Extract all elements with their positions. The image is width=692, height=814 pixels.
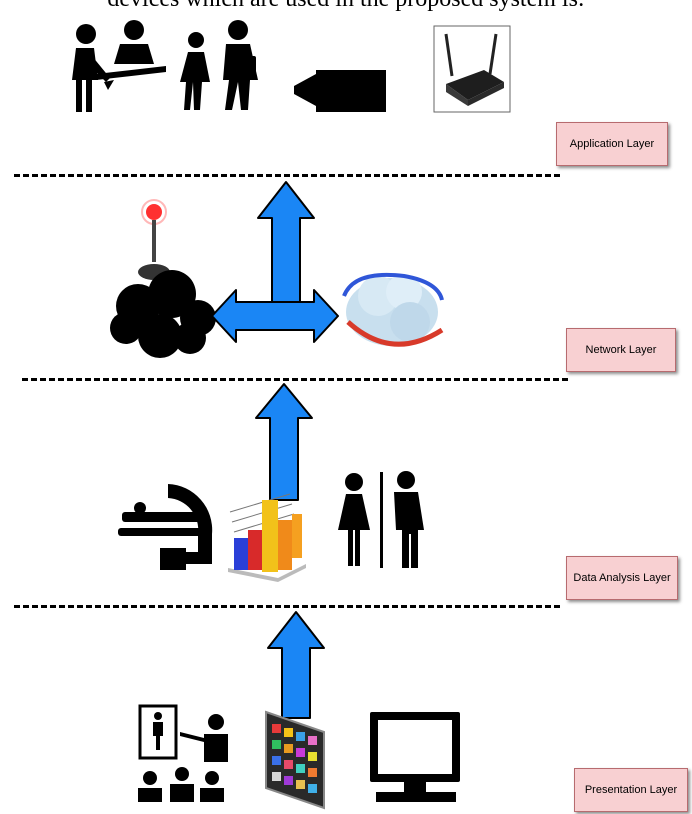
network-layer-label: Network Layer bbox=[566, 328, 676, 372]
data-analysis-layer-label: Data Analysis Layer bbox=[566, 556, 678, 600]
black-cloud-icon bbox=[110, 270, 216, 358]
doctor-patient-desk-icon bbox=[72, 20, 166, 112]
page-caption-fragment: devices which are used in the proposed s… bbox=[0, 0, 692, 13]
presentation-audience-icon bbox=[138, 704, 228, 802]
divider-analysis-presentation bbox=[14, 605, 560, 608]
monitor-wall-icon bbox=[265, 710, 325, 810]
arrow-up-to-application bbox=[257, 181, 315, 303]
arrow-up-to-analysis bbox=[267, 611, 325, 719]
divider-application-network bbox=[14, 174, 560, 177]
application-layer-label: Application Layer bbox=[556, 122, 668, 166]
video-camera-icon bbox=[294, 70, 386, 112]
woman-man-icon bbox=[338, 471, 424, 568]
medical-scanner-icon bbox=[118, 484, 213, 570]
antenna-icon bbox=[138, 199, 170, 280]
internet-cloud-globe-icon bbox=[342, 272, 444, 347]
computer-monitor-icon bbox=[370, 712, 460, 802]
bar-chart-3d-icon bbox=[228, 493, 306, 582]
walking-couple-icon bbox=[180, 20, 258, 110]
presentation-layer-label: Presentation Layer bbox=[574, 768, 688, 812]
wireless-router-icon bbox=[433, 25, 511, 113]
arrow-up-to-network bbox=[255, 383, 313, 501]
divider-network-analysis bbox=[22, 378, 568, 381]
arrow-bidirectional-network bbox=[211, 289, 339, 343]
